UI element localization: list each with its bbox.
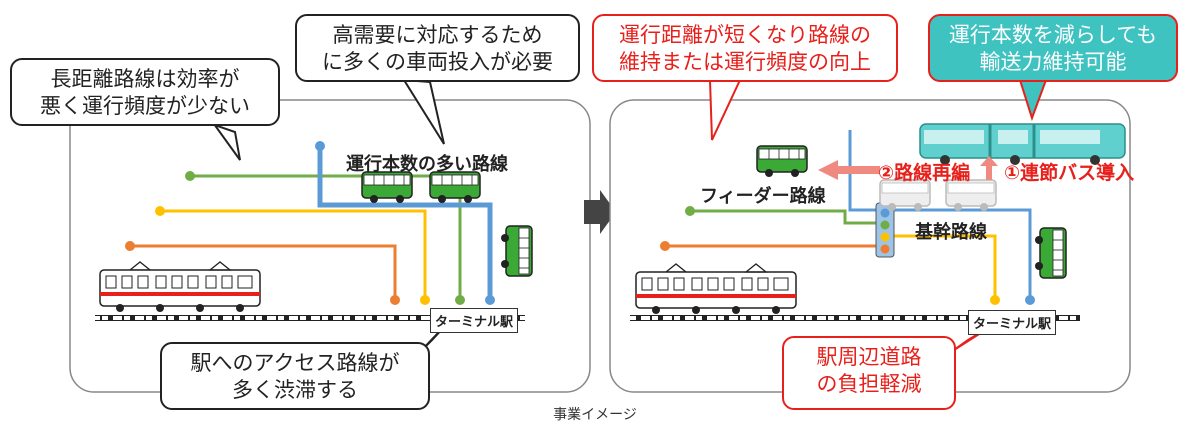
diagram-caption: 事業イメージ	[553, 407, 637, 423]
access-congestion-bubble: 駅へのアクセス路線が 多く渋滞する	[160, 342, 430, 410]
feeder-green-start-dot	[685, 206, 695, 216]
articulated-bus-tag: ①連節バス導入	[1004, 162, 1135, 184]
bubble-line: の負担軽減	[816, 372, 922, 396]
long-distance-bubble: 長距離路線は効率が 悪く運行頻度が少ない	[10, 58, 280, 126]
feeder-bus-icon	[756, 145, 808, 178]
feeder-route-label: フィーダー路線	[700, 186, 826, 207]
bubble-line: 悪く運行頻度が少ない	[40, 94, 250, 118]
bubble-line: 駅周辺道路	[816, 345, 922, 369]
frequent-route-label: 運行本数の多い路線	[346, 154, 508, 175]
transfer-hub	[875, 202, 895, 258]
bubble-line: 運行距離が短くなり路線の	[619, 23, 871, 47]
yellow-route-start-dot	[155, 206, 165, 216]
rail-track	[630, 310, 1080, 322]
bubble-line: 輸送力維持可能	[979, 50, 1127, 74]
bubble-line: に多くの車両投入が必要	[322, 50, 553, 74]
bus-icon	[500, 225, 533, 277]
road-burden-bubble: 駅周辺道路 の負担軽減	[782, 336, 956, 410]
reorg-arrow-icon	[818, 160, 880, 180]
articulated-arrow-icon	[980, 156, 998, 180]
bubble-line: 運行本数を減らしても	[948, 23, 1158, 47]
route-reorganization-tag: ②路線再編	[878, 162, 971, 184]
blue-route-end-dot	[485, 295, 495, 305]
trunk-blue-end-dot	[1025, 295, 1035, 305]
bubble-line: 維持または運行頻度の向上	[619, 50, 871, 74]
bus-icon	[429, 171, 481, 204]
bubble-line: 長距離路線は効率が	[50, 67, 240, 91]
bubble-line: 高需要に対応するため	[332, 23, 543, 47]
yellow-route-end-dot	[420, 295, 430, 305]
orange-route-start-dot	[125, 241, 135, 251]
high-demand-bubble: 高需要に対応するため に多くの車両投入が必要	[295, 14, 580, 82]
bubble-line: 多く渋滞する	[232, 378, 358, 402]
feeder-orange-start-dot	[660, 241, 670, 251]
bus-icon	[361, 171, 413, 204]
terminal-station-label: ターミナル駅	[968, 310, 1057, 335]
articulated-bus-icon	[919, 123, 1126, 165]
train-icon	[99, 261, 261, 313]
bus-icon	[1034, 227, 1067, 279]
trunk-yellow-end-dot	[990, 295, 1000, 305]
green-route-start-dot	[185, 171, 195, 181]
blue-route-start-dot	[315, 141, 325, 151]
train-icon	[635, 263, 797, 315]
terminal-station-label: ターミナル駅	[430, 308, 519, 333]
green-route-end-dot	[455, 295, 465, 305]
transition-arrow-icon	[584, 190, 616, 234]
rail-track	[95, 310, 525, 322]
trunk-route-label: 基幹路線	[915, 222, 987, 243]
orange-route-end-dot	[390, 295, 400, 305]
bubble-line: 駅へのアクセス路線が	[190, 351, 400, 375]
route-distance-bubble: 運行距離が短くなり路線の 維持または運行頻度の向上	[592, 14, 898, 82]
left-routes	[130, 146, 493, 300]
reduce-frequency-bubble: 運行本数を減らしても 輸送力維持可能	[928, 14, 1178, 82]
